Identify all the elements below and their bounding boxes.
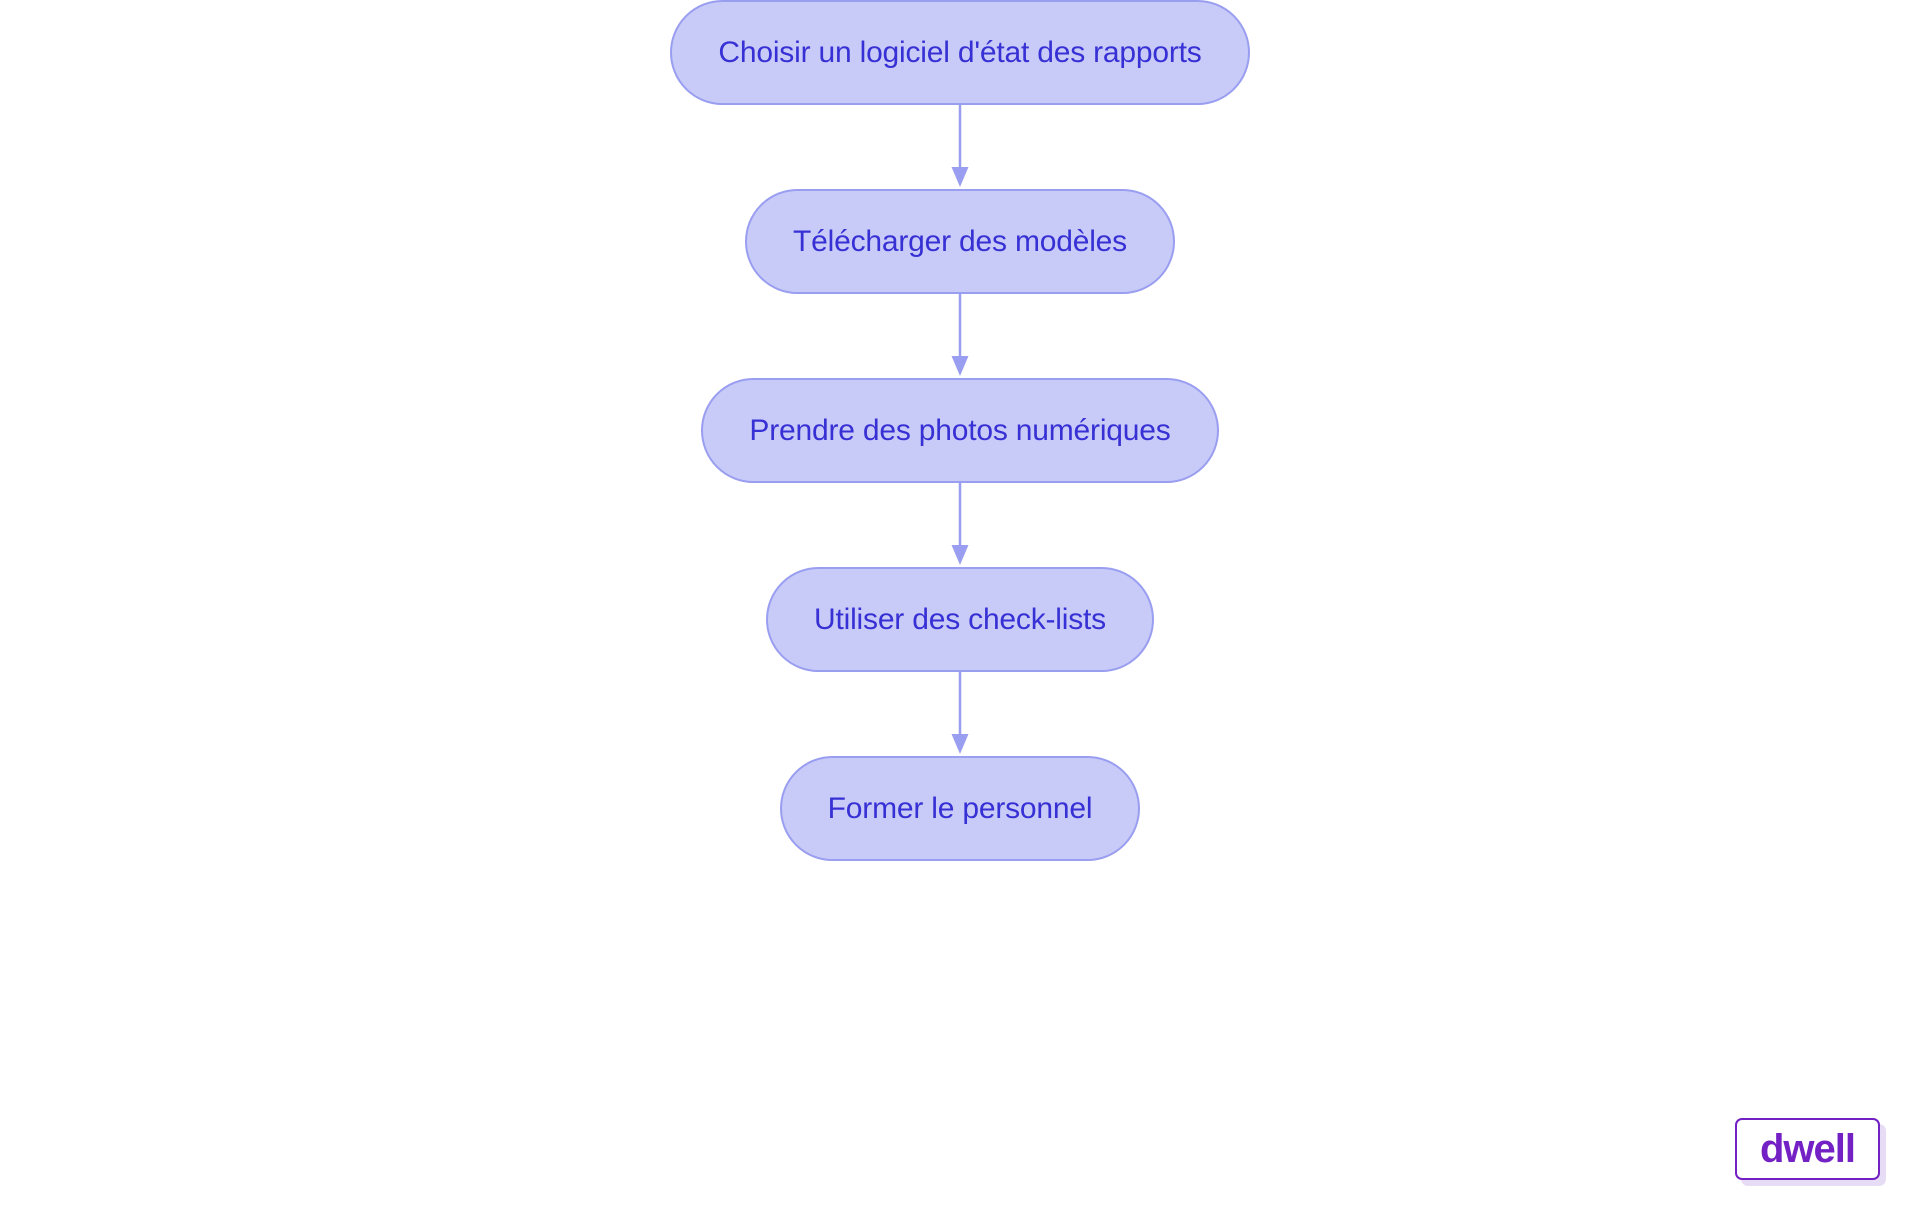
down-arrow-icon: [951, 294, 969, 376]
dwell-watermark: dwell: [1735, 1118, 1886, 1186]
flow-edge-n3-n4: [947, 483, 973, 567]
flow-edge-n2-n3: [947, 294, 973, 378]
flow-node-utiliser-checklists[interactable]: Utiliser des check-lists: [766, 567, 1154, 672]
flow-node-prendre-photos[interactable]: Prendre des photos numériques: [701, 378, 1219, 483]
flow-node-label: Télécharger des modèles: [793, 224, 1127, 258]
down-arrow-icon: [951, 672, 969, 754]
flow-node-label: Utiliser des check-lists: [814, 602, 1106, 636]
down-arrow-icon: [951, 105, 969, 187]
flow-edge-n4-n5: [947, 672, 973, 756]
flow-node-label: Former le personnel: [827, 791, 1093, 825]
flow-node-label: Prendre des photos numériques: [749, 413, 1171, 447]
flow-node-choisir-logiciel[interactable]: Choisir un logiciel d'état des rapports: [670, 0, 1250, 105]
watermark-label: dwell: [1759, 1127, 1856, 1171]
flow-node-label: Choisir un logiciel d'état des rapports: [718, 35, 1202, 69]
flow-node-former-personnel[interactable]: Former le personnel: [779, 756, 1141, 861]
watermark-box: dwell: [1735, 1118, 1880, 1180]
flow-node-telecharger-modeles[interactable]: Télécharger des modèles: [745, 189, 1175, 294]
down-arrow-icon: [951, 483, 969, 565]
flowchart: Choisir un logiciel d'état des rapports …: [670, 0, 1250, 861]
flow-edge-n1-n2: [947, 105, 973, 189]
